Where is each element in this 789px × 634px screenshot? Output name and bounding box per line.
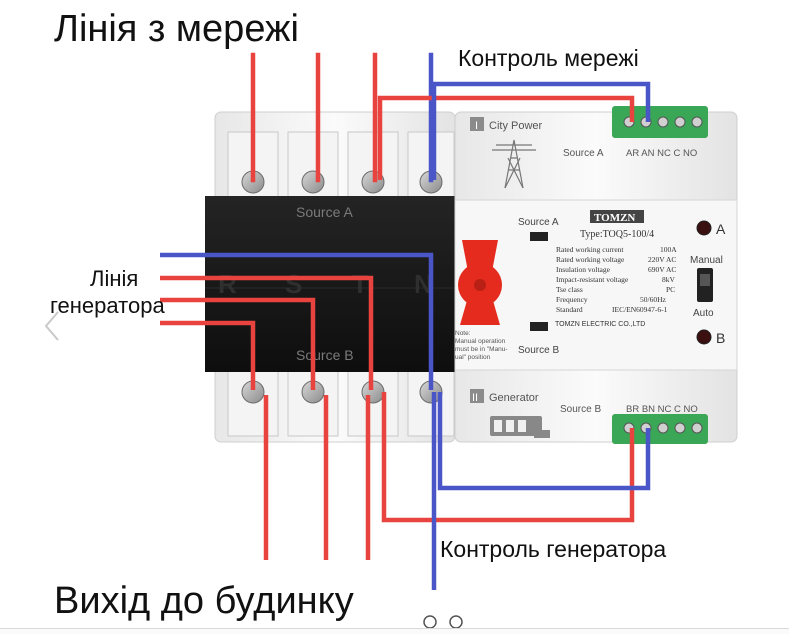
source-a-label: Source A bbox=[296, 204, 353, 220]
chevron-left-icon bbox=[44, 311, 59, 341]
black-front-panel bbox=[205, 196, 455, 372]
spec-value: 690V AC bbox=[648, 265, 676, 274]
source-b-controller-label: Source B bbox=[518, 345, 559, 356]
source-b-generator-label: Source B bbox=[560, 404, 601, 415]
mains-line-wires bbox=[250, 52, 434, 183]
spec-name: Frequency bbox=[556, 295, 588, 304]
phase-letter-r: R bbox=[218, 269, 237, 299]
mains-control-label: Контроль мережі bbox=[458, 45, 639, 71]
carousel-dot bbox=[449, 615, 463, 629]
source-b-window bbox=[530, 322, 548, 331]
generator-numeral: II bbox=[472, 392, 478, 404]
generator-control-label: Контроль генератора bbox=[440, 536, 667, 562]
spec-value: PC bbox=[666, 285, 675, 294]
source-a-window bbox=[530, 232, 548, 241]
note-line: Manual operation bbox=[455, 338, 506, 345]
bottom-screws bbox=[241, 380, 443, 404]
carousel-dot bbox=[423, 615, 437, 629]
generator-badge bbox=[470, 389, 484, 403]
spec-name: Impact-resistant voltage bbox=[556, 275, 629, 284]
mains-line-label: Лінія з мережі bbox=[54, 8, 299, 50]
generator-line-label-1: Лінія bbox=[90, 266, 139, 291]
page-bottom-divider bbox=[0, 628, 789, 634]
spec-name: Rated working voltage bbox=[556, 255, 625, 264]
generator-line-wires bbox=[160, 252, 434, 390]
indicator-a-led bbox=[696, 220, 712, 236]
city-power-label: City Power bbox=[489, 120, 543, 132]
spec-value: IEC/EN60947-6-1 bbox=[612, 305, 668, 314]
generator-icon bbox=[490, 416, 550, 438]
spec-value: 220V AC bbox=[648, 255, 676, 264]
generator-control-wires bbox=[381, 392, 651, 545]
house-output-label: Вихід до будинку bbox=[54, 580, 354, 622]
manual-label: Manual bbox=[690, 255, 723, 266]
generator-label: Generator bbox=[489, 392, 539, 404]
generator-line-label-2: генератора bbox=[50, 293, 165, 318]
terminal-labels-b: BR BN NC C NO bbox=[626, 404, 698, 415]
source-a-controller-label: Source A bbox=[563, 148, 604, 159]
spec-value: 8kV bbox=[662, 275, 676, 284]
city-power-numeral: I bbox=[475, 120, 478, 132]
manual-note: Note: Manual operation must be in "Manu-… bbox=[455, 330, 508, 361]
note-line: must be in "Manu- bbox=[455, 346, 508, 353]
note-line: ual" position bbox=[455, 354, 491, 361]
spec-value: 50/60Hz bbox=[640, 295, 667, 304]
rotary-knob bbox=[458, 240, 502, 325]
spec-name: Tse class bbox=[556, 285, 583, 294]
city-power-badge bbox=[470, 117, 484, 131]
phase-letter-t: T bbox=[352, 269, 368, 299]
phase-letter-n: N bbox=[414, 269, 433, 299]
spec-name: Rated working current bbox=[556, 245, 624, 254]
house-output-wires bbox=[263, 395, 437, 590]
indicator-b-led bbox=[696, 329, 712, 345]
manufacturer-label: TOMZN ELECTRIC CO.,LTD bbox=[555, 321, 645, 328]
auto-label: Auto bbox=[693, 308, 714, 319]
spec-name: Standard bbox=[556, 305, 583, 314]
terminal-labels-a: AR AN NC C NO bbox=[626, 148, 697, 159]
mains-control-wires bbox=[377, 81, 651, 180]
power-pylon-icon bbox=[492, 139, 536, 189]
indicator-a-label: A bbox=[716, 221, 726, 237]
source-b-label: Source B bbox=[296, 347, 354, 363]
source-a-window-label: Source A bbox=[518, 217, 559, 228]
note-line: Note: bbox=[455, 330, 471, 337]
spec-name: Insulation voltage bbox=[556, 265, 611, 274]
brand-label: TOMZN bbox=[594, 212, 635, 224]
indicator-b-label: B bbox=[716, 330, 725, 346]
phase-letter-s: S bbox=[285, 269, 302, 299]
type-label: Type:TOQ5-100/4 bbox=[580, 229, 654, 240]
spec-value: 100A bbox=[660, 245, 677, 254]
controller-body: I City Power Source A AR AN NC C NO Sour… bbox=[454, 106, 738, 444]
spec-table: Rated working current 100A Rated working… bbox=[556, 245, 677, 314]
switch-body: Source A Source B R S T N bbox=[205, 111, 456, 443]
